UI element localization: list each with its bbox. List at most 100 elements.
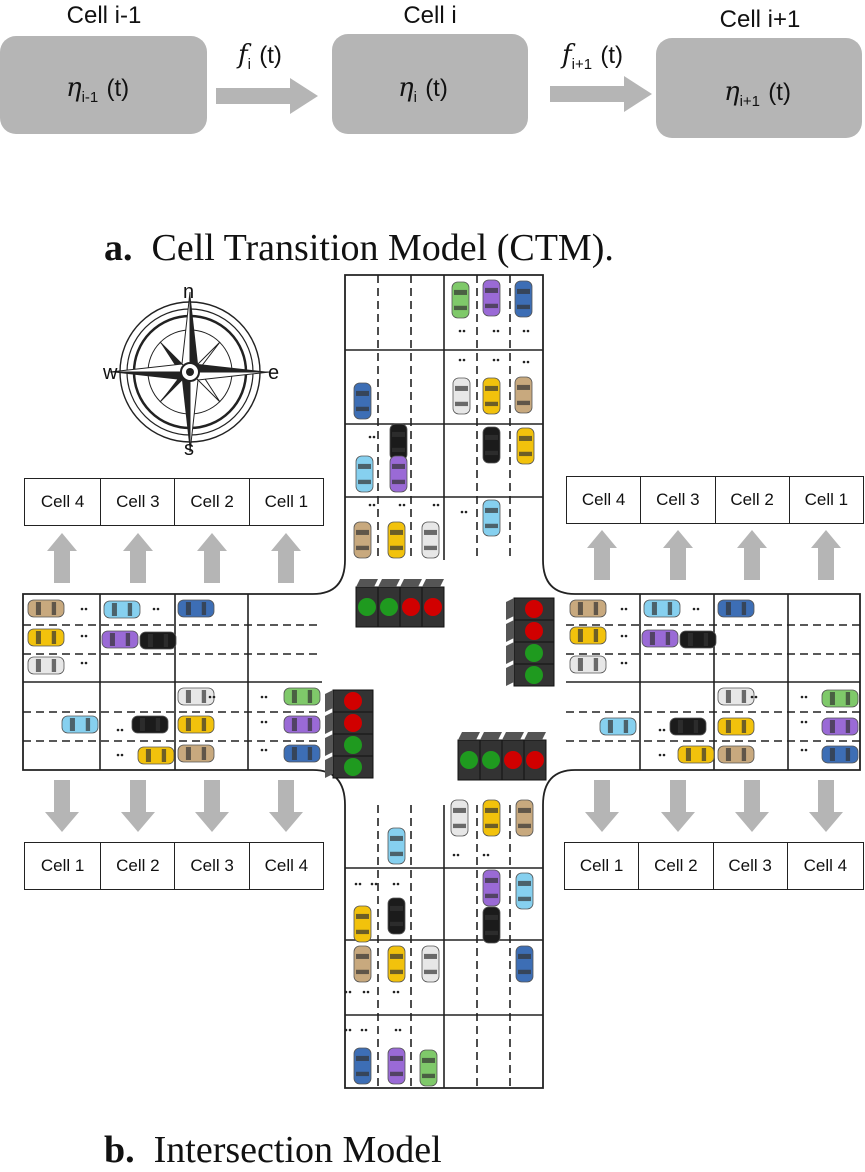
eta-prev-time: (t) bbox=[106, 75, 130, 102]
eta-next-symbol: η bbox=[724, 77, 740, 107]
queue-dot bbox=[464, 510, 468, 514]
queue-dot bbox=[208, 695, 212, 699]
queue-dot bbox=[396, 882, 400, 886]
queue-dot bbox=[456, 853, 460, 857]
queue-dot bbox=[662, 728, 666, 732]
caption-b: b. Intersection Model bbox=[104, 1128, 442, 1172]
car bbox=[27, 599, 65, 618]
west-outgoing-cells: Cell 4 Cell 3 Cell 2 Cell 1 bbox=[24, 478, 324, 526]
queue-dot bbox=[624, 661, 628, 665]
queue-dot bbox=[120, 753, 124, 757]
queue-dot bbox=[526, 360, 530, 364]
queue-dot bbox=[750, 695, 754, 699]
caption-a: a. Cell Transition Model (CTM). bbox=[104, 226, 614, 270]
car bbox=[679, 630, 717, 649]
compass-north-label: n bbox=[183, 281, 195, 303]
road-outline bbox=[22, 274, 861, 1089]
queue-dot bbox=[624, 634, 628, 638]
up-arrow bbox=[197, 533, 227, 583]
caption-a-text: Cell Transition Model (CTM). bbox=[151, 227, 614, 269]
car bbox=[482, 426, 501, 464]
queue-dot bbox=[392, 882, 396, 886]
queue-dot bbox=[366, 990, 370, 994]
car bbox=[353, 905, 372, 943]
queue-dot bbox=[84, 607, 88, 611]
queue-dot bbox=[398, 1028, 402, 1032]
queue-dot bbox=[620, 607, 624, 611]
car bbox=[355, 455, 374, 493]
queue-dot bbox=[662, 753, 666, 757]
car bbox=[569, 599, 607, 618]
car bbox=[514, 376, 533, 414]
flow-arrow-1 bbox=[216, 78, 318, 114]
queue-dot bbox=[372, 435, 376, 439]
eta-next-sub: i+1 bbox=[739, 93, 761, 111]
compass-east-label: e bbox=[268, 362, 280, 384]
queue-dot bbox=[264, 748, 268, 752]
queue-dot bbox=[116, 753, 120, 757]
car bbox=[389, 455, 408, 493]
eta-next-time: (t) bbox=[768, 79, 791, 106]
down-arrow bbox=[269, 780, 303, 832]
car bbox=[821, 689, 859, 708]
queue-dot bbox=[526, 329, 530, 333]
queue-dot bbox=[358, 882, 362, 886]
east-in-cell: Cell 2 bbox=[639, 843, 714, 889]
west-incoming-cells: Cell 1 Cell 2 Cell 3 Cell 4 bbox=[24, 842, 324, 890]
queue-dot bbox=[396, 990, 400, 994]
queue-dot bbox=[458, 358, 462, 362]
car bbox=[177, 715, 215, 734]
down-arrow bbox=[661, 780, 695, 832]
signal-west bbox=[325, 689, 374, 779]
car bbox=[643, 599, 681, 618]
flow-2-sub: i+1 bbox=[571, 56, 593, 74]
queue-dot bbox=[120, 728, 124, 732]
queue-dot bbox=[658, 753, 662, 757]
queue-dot bbox=[800, 695, 804, 699]
west-out-cell: Cell 1 bbox=[264, 492, 309, 511]
queue-dot bbox=[452, 853, 456, 857]
car bbox=[387, 1047, 406, 1085]
caption-b-letter: b. bbox=[104, 1129, 135, 1171]
car bbox=[177, 744, 215, 763]
east-out-cell: Cell 4 bbox=[567, 477, 642, 523]
car bbox=[452, 377, 471, 415]
west-in-cell: Cell 2 bbox=[101, 843, 176, 889]
car bbox=[514, 280, 533, 318]
car bbox=[131, 715, 169, 734]
queue-dot bbox=[264, 695, 268, 699]
car bbox=[515, 799, 534, 837]
cell-title-current: Cell i bbox=[403, 2, 457, 29]
car bbox=[387, 521, 406, 559]
queue-dot bbox=[492, 358, 496, 362]
queue-dot bbox=[80, 661, 84, 665]
queue-dot bbox=[368, 503, 372, 507]
east-incoming-cells: Cell 1 Cell 2 Cell 3 Cell 4 bbox=[564, 842, 864, 890]
queue-dot bbox=[398, 503, 402, 507]
car bbox=[421, 521, 440, 559]
queue-dot bbox=[80, 634, 84, 638]
car bbox=[353, 945, 372, 983]
queue-dot bbox=[370, 882, 374, 886]
east-in-cell: Cell 4 bbox=[803, 856, 848, 875]
queue-dot bbox=[348, 990, 352, 994]
car bbox=[515, 945, 534, 983]
car bbox=[482, 377, 501, 415]
west-in-cell: Cell 3 bbox=[175, 843, 250, 889]
car bbox=[353, 382, 372, 420]
east-in-cell: Cell 3 bbox=[714, 843, 788, 889]
flow-label-1: fi (t) bbox=[238, 40, 282, 73]
car bbox=[717, 599, 755, 618]
flow-1-time: (t) bbox=[259, 42, 282, 69]
queue-dot bbox=[492, 329, 496, 333]
car bbox=[421, 945, 440, 983]
queue-dot bbox=[80, 607, 84, 611]
car bbox=[177, 599, 215, 618]
queue-dot bbox=[496, 329, 500, 333]
car bbox=[515, 872, 534, 910]
east-outgoing-cells: Cell 4 Cell 3 Cell 2 Cell 1 bbox=[566, 476, 864, 524]
east-out-cell: Cell 2 bbox=[716, 477, 790, 523]
queue-dot bbox=[804, 720, 808, 724]
